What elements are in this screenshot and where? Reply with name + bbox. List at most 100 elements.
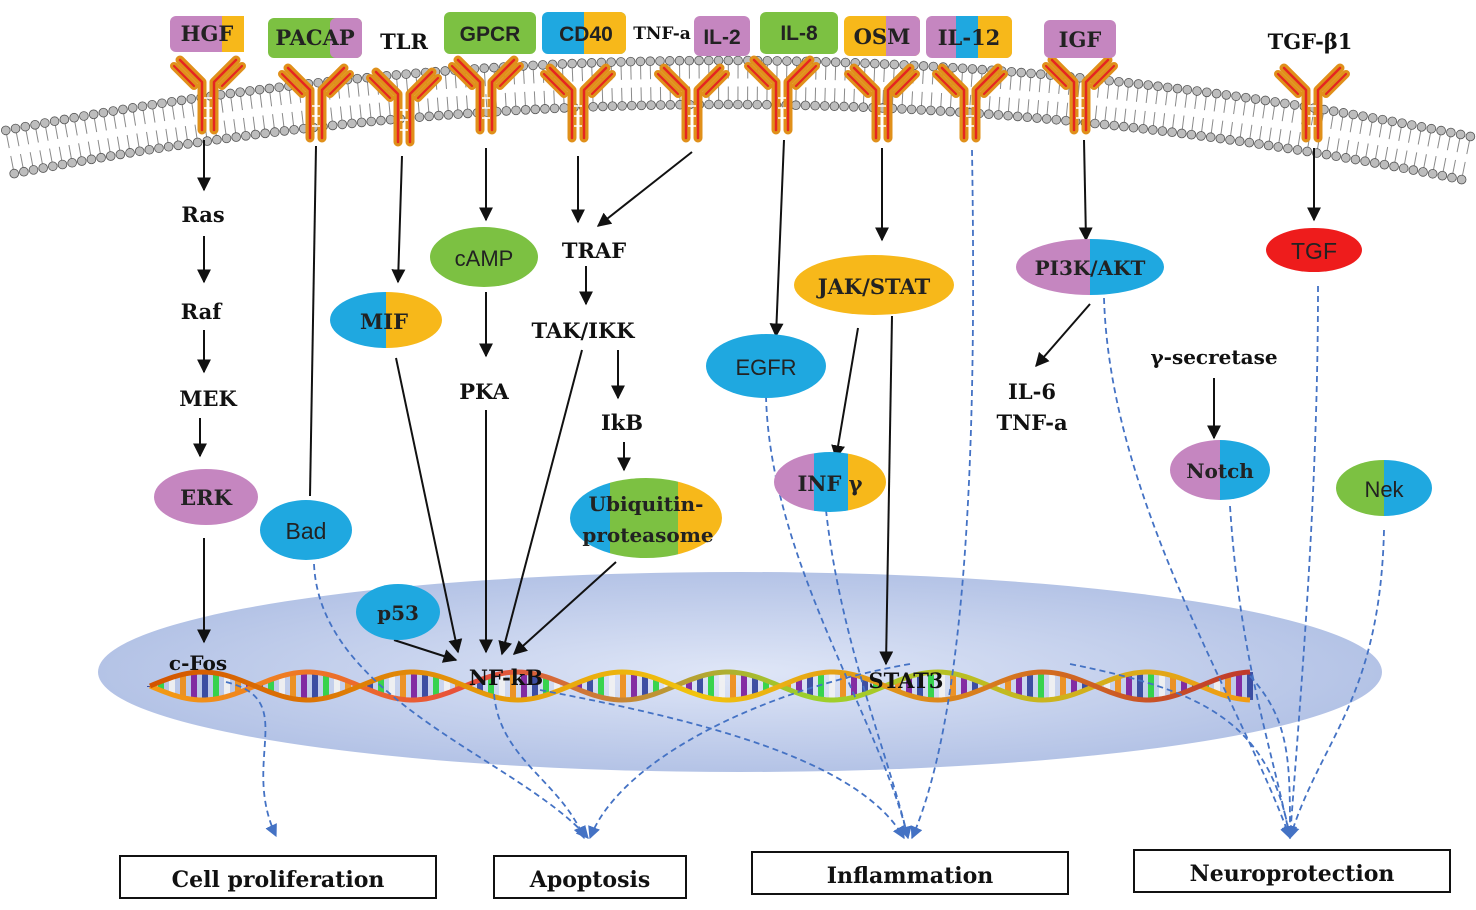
ligand-pacap: PACAP bbox=[275, 25, 355, 50]
lipid-head bbox=[993, 110, 1004, 120]
base-pair bbox=[1005, 678, 1011, 694]
lipid-head bbox=[1186, 129, 1197, 140]
lipid-head bbox=[848, 102, 859, 112]
lipid-head bbox=[577, 58, 587, 68]
lipid-head bbox=[347, 118, 357, 129]
lipid-head bbox=[501, 106, 512, 116]
lipid-head bbox=[918, 61, 929, 71]
lipid-head bbox=[598, 101, 608, 112]
lipid-head bbox=[540, 104, 550, 114]
node-infg: INF γ bbox=[797, 471, 862, 496]
lipid-head bbox=[49, 116, 60, 127]
lipid-head bbox=[1016, 67, 1027, 78]
lipid-head bbox=[1012, 111, 1023, 122]
dna-helix bbox=[147, 669, 1253, 703]
base-pair bbox=[433, 675, 439, 697]
p53-oval bbox=[356, 584, 440, 640]
lipid-head bbox=[762, 99, 772, 110]
lipid-head bbox=[411, 68, 421, 79]
lipid-head bbox=[723, 55, 734, 66]
lipid-head bbox=[1446, 127, 1456, 138]
lipid-head bbox=[434, 110, 444, 121]
lipid-head bbox=[76, 156, 87, 166]
node-il6-line1: IL-6 bbox=[1008, 379, 1056, 404]
lipid-head bbox=[1407, 120, 1417, 130]
lipid-head bbox=[1162, 82, 1173, 93]
base-pair bbox=[1016, 675, 1022, 697]
lipid-head bbox=[906, 104, 917, 115]
lipid-head bbox=[1211, 88, 1222, 99]
lipid-head bbox=[260, 128, 270, 139]
lipid-head bbox=[549, 103, 560, 114]
base-pair bbox=[609, 672, 615, 700]
base-pair bbox=[851, 674, 857, 698]
base-pair bbox=[697, 676, 703, 696]
outcome-proliferation: Cell proliferation bbox=[172, 867, 385, 893]
node-pi3k: PI3K/AKT bbox=[1035, 256, 1146, 280]
lipid-head bbox=[1455, 129, 1466, 140]
ligand-il8: IL-8 bbox=[780, 22, 818, 45]
lipid-head bbox=[376, 115, 386, 126]
lipid-head bbox=[88, 109, 99, 120]
lipid-head bbox=[105, 151, 116, 161]
lipid-head bbox=[1090, 118, 1100, 129]
lipid-head bbox=[1292, 145, 1303, 155]
lipid-head bbox=[635, 56, 646, 67]
tlr-receptor bbox=[370, 72, 438, 142]
outcome-box-apoptosis bbox=[493, 855, 687, 899]
ligand-tlr: TLR bbox=[380, 29, 428, 54]
node-ras: Ras bbox=[181, 202, 224, 227]
node-gsecretase: γ-secretase bbox=[1150, 345, 1277, 369]
base-pair bbox=[477, 679, 483, 693]
outcome-box-inflammation bbox=[751, 851, 1069, 895]
base-pair bbox=[180, 674, 186, 698]
base-pair bbox=[906, 676, 912, 696]
lipid-head bbox=[1041, 114, 1052, 124]
lipid-head bbox=[742, 99, 753, 110]
lipid-head bbox=[424, 111, 434, 122]
lipid-head bbox=[19, 166, 29, 177]
lipid-head bbox=[528, 60, 538, 71]
base-pair bbox=[158, 681, 164, 691]
lipid-head bbox=[352, 73, 363, 84]
lipid-head bbox=[1128, 122, 1139, 133]
lipid-head bbox=[723, 99, 734, 110]
lipid-head bbox=[1328, 106, 1339, 116]
lipid-head bbox=[235, 87, 245, 97]
lipid-head bbox=[607, 101, 618, 111]
base-pair bbox=[763, 680, 769, 692]
lipid-head bbox=[108, 106, 118, 116]
dna-strand bbox=[149, 669, 1251, 703]
base-pair bbox=[1236, 673, 1242, 699]
base-pair bbox=[1137, 672, 1143, 700]
lipid-head bbox=[1369, 158, 1380, 168]
node-takikk: TAK/IKK bbox=[531, 318, 635, 343]
lipid-head bbox=[479, 63, 490, 74]
base-pair bbox=[532, 673, 538, 699]
lipid-head bbox=[1234, 136, 1245, 147]
lipid-head bbox=[327, 120, 338, 131]
lipid-head bbox=[928, 61, 939, 72]
ligand-boxes: HGF PACAP TLR GPCR CD40 TNF-a IL-2 IL-8 … bbox=[170, 12, 1352, 58]
base-pair bbox=[345, 681, 351, 691]
lipid-head bbox=[1221, 90, 1232, 100]
lipid-head bbox=[231, 132, 241, 142]
base-pair bbox=[488, 676, 494, 696]
base-pair bbox=[1148, 672, 1154, 700]
lipid-head bbox=[860, 58, 870, 69]
lipid-head bbox=[274, 82, 284, 93]
lipid-head bbox=[916, 105, 927, 115]
lipid-head bbox=[791, 56, 802, 67]
base-pair bbox=[961, 676, 967, 696]
lipid-head bbox=[176, 95, 187, 106]
lipid-head bbox=[1447, 172, 1457, 183]
base-pair bbox=[1082, 681, 1088, 691]
base-pair bbox=[1126, 674, 1132, 698]
base-pair bbox=[576, 682, 582, 690]
base-pair bbox=[224, 675, 230, 697]
lipid-head bbox=[1289, 100, 1300, 110]
node-mif: MIF bbox=[360, 309, 408, 334]
lipid-head bbox=[664, 56, 675, 66]
lipid-head bbox=[1051, 114, 1062, 125]
base-pair bbox=[1038, 672, 1044, 700]
